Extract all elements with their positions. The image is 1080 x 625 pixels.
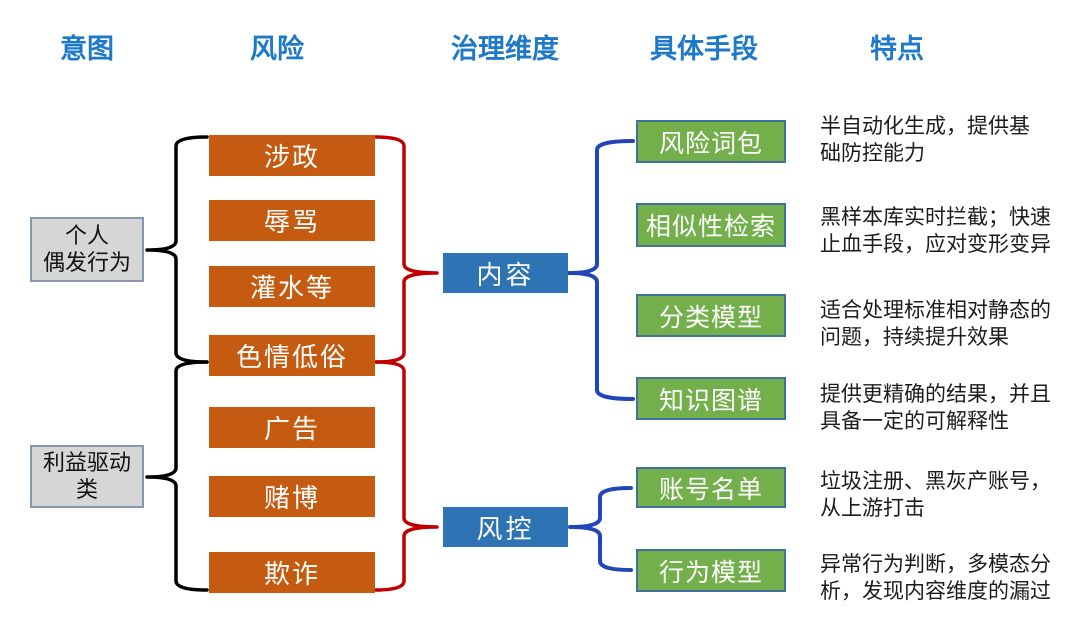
column-header-governance-dimension: 治理维度 (451, 34, 559, 65)
brace-risks-to-content (374, 135, 439, 364)
feature-text-knowledge-graph: 提供更精确的结果，并且 具备一定的可解释性 (820, 382, 1051, 433)
method-box-similarity-search: 相似性检索 (636, 203, 786, 247)
method-box-account-list: 账号名单 (636, 467, 786, 508)
brace-risks-to-risk-control (374, 360, 439, 592)
risk-box-ads: 广告 (209, 407, 375, 448)
brace-profit-to-risks (145, 360, 209, 592)
risk-box-politics: 涉政 (209, 135, 375, 176)
risk-box-spam: 灌水等 (209, 266, 375, 307)
feature-text-similarity-search: 黑样本库实时拦截；快速 止血手段，应对变形变异 (820, 205, 1051, 256)
risk-box-fraud: 欺诈 (209, 552, 375, 593)
column-header-risk: 风险 (250, 34, 304, 65)
column-header-method: 具体手段 (650, 34, 758, 65)
intent-box-personal: 个人 偶发行为 (30, 217, 144, 282)
risk-box-gambling: 赌博 (209, 476, 375, 517)
method-box-risk-lexicon: 风险词包 (636, 120, 786, 163)
method-box-classification-model: 分类模型 (636, 294, 786, 337)
brace-risk-control-to-methods (568, 486, 633, 572)
dimension-box-risk-control: 风控 (443, 507, 568, 547)
column-header-intent: 意图 (60, 34, 114, 65)
feature-text-account-list: 垃圾注册、黑灰产账号， 从上游打击 (820, 469, 1051, 520)
dimension-box-content: 内容 (443, 253, 568, 293)
risk-box-abuse: 辱骂 (209, 200, 375, 241)
intent-box-profit: 利益驱动 类 (30, 445, 144, 508)
risk-box-porn-vulgar: 色情低俗 (209, 335, 375, 376)
feature-text-risk-lexicon: 半自动化生成，提供基 础防控能力 (820, 114, 1030, 165)
brace-personal-to-risks (145, 135, 209, 364)
method-box-knowledge-graph: 知识图谱 (636, 377, 786, 420)
column-header-feature: 特点 (870, 34, 924, 65)
brace-content-to-methods (567, 139, 635, 401)
method-box-behavior-model: 行为模型 (636, 549, 786, 592)
feature-text-classification-model: 适合处理标准相对静态的 问题，持续提升效果 (820, 298, 1051, 349)
feature-text-behavior-model: 异常行为判断，多模态分 析，发现内容维度的漏过 (820, 552, 1051, 603)
